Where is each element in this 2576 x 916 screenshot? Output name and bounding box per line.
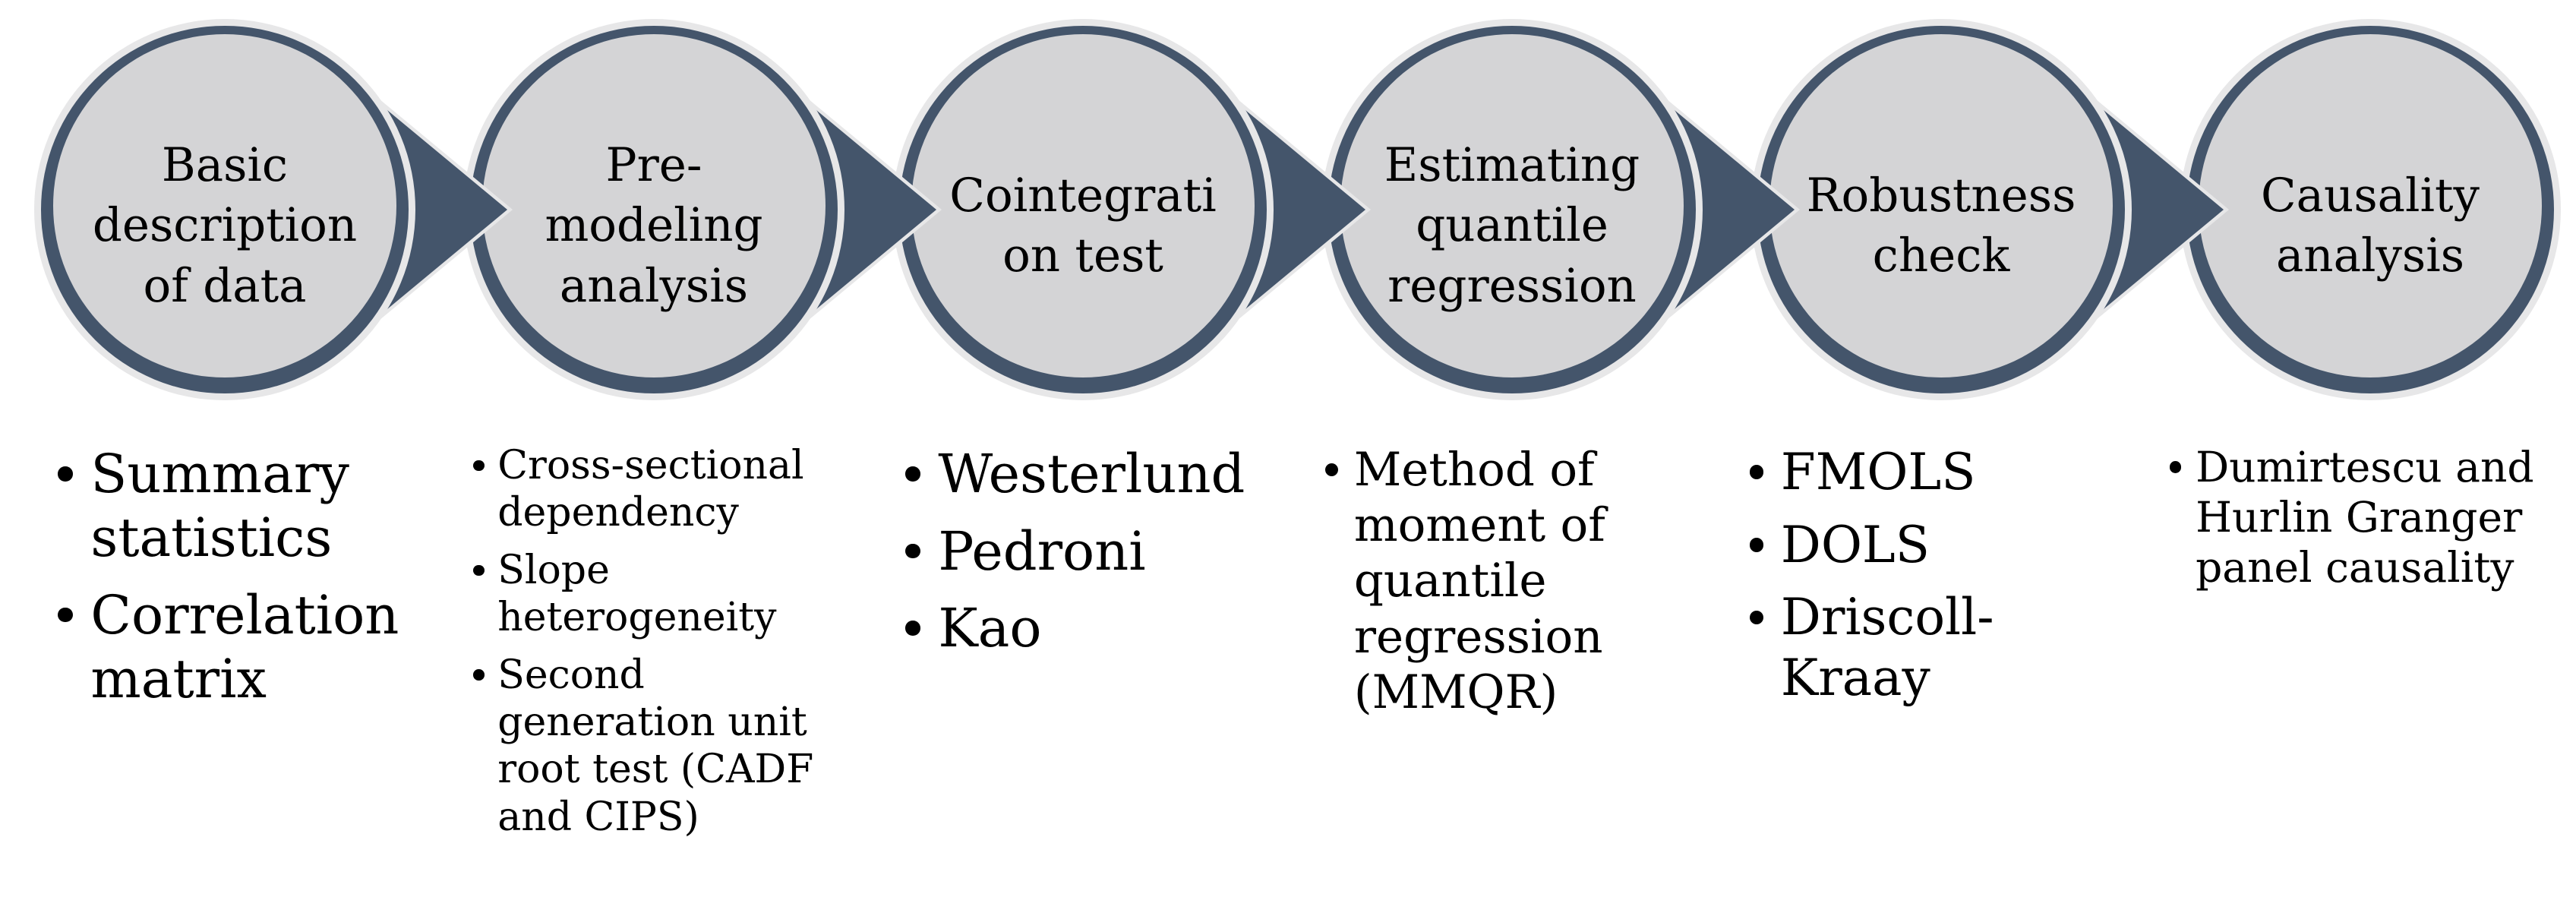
step-title: Causality analysis <box>2261 168 2480 283</box>
bullet-item: FMOLS <box>1750 442 2175 502</box>
bullet-dot-icon <box>58 607 73 623</box>
step-unit-6: Causality analysis Dumirtescu and Hurlin… <box>2158 0 2576 916</box>
bullet-list-4: Method of moment of quantile regression … <box>1325 442 1750 731</box>
bullet-dot-icon <box>1750 538 1764 552</box>
bullet-text: Slope heterogeneity <box>497 547 777 641</box>
bullet-text: Method of moment of quantile regression … <box>1353 443 1605 719</box>
step-unit-5: Robustness check FMOLS DOLS Driscoll- Kraa… <box>1728 0 2230 916</box>
bullet-item: Pedroni <box>905 520 1331 583</box>
bullet-text: Pedroni <box>938 520 1146 583</box>
bullet-text: Westerlund <box>938 443 1245 505</box>
step-circle: Cointegrati on test <box>911 34 1255 377</box>
bullet-text: Kao <box>938 597 1042 659</box>
step-unit-2: Pre- modeling analysis Cross-sectional d… <box>441 0 942 916</box>
step-title: Pre- modeling analysis <box>545 138 763 313</box>
bullet-item: Method of moment of quantile regression … <box>1325 442 1750 720</box>
bullet-list-5: FMOLS DOLS Driscoll- Kraay <box>1750 442 2175 720</box>
bullet-dot-icon <box>905 466 920 482</box>
bullet-dot-icon <box>1325 463 1339 477</box>
bullet-text: Cross-sectional dependency <box>497 443 804 536</box>
bullet-text: DOLS <box>1780 515 1930 574</box>
bullet-dot-icon <box>905 621 920 636</box>
bullet-text: Driscoll- Kraay <box>1780 588 1994 707</box>
bullet-dot-icon <box>58 466 73 482</box>
step-unit-4: Estimating quantile regression Method of… <box>1299 0 1801 916</box>
step-title: Robustness check <box>1806 168 2076 283</box>
bullet-item: Westerlund <box>905 442 1331 506</box>
bullet-dot-icon <box>473 669 485 681</box>
bullet-item: Summary statistics <box>58 442 483 570</box>
step-circle: Causality analysis <box>2199 34 2542 377</box>
bullet-text: Second generation unit root test (CADF a… <box>497 652 814 840</box>
bullet-text: Correlation matrix <box>90 583 399 710</box>
step-circle: Pre- modeling analysis <box>482 34 826 377</box>
bullet-dot-icon <box>473 460 485 472</box>
step-title: Cointegrati on test <box>949 168 1217 283</box>
bullet-text: Summary statistics <box>90 443 349 569</box>
bullet-text: FMOLS <box>1780 443 1976 501</box>
step-title: Basic description of data <box>92 138 358 313</box>
step-circle: Robustness check <box>1769 34 2113 377</box>
bullet-dot-icon <box>905 543 920 559</box>
bullet-text: Dumirtescu and Hurlin Granger panel caus… <box>2196 443 2534 592</box>
bullet-dot-icon <box>1750 610 1764 625</box>
step-unit-1: Basic description of data Summary statis… <box>12 0 513 916</box>
step-circle: Basic description of data <box>53 34 396 377</box>
bullet-item: Second generation unit root test (CADF a… <box>473 652 898 842</box>
bullet-item: Dumirtescu and Hurlin Granger panel caus… <box>2170 442 2576 592</box>
bullet-item: Correlation matrix <box>58 583 483 711</box>
bullet-dot-icon <box>473 564 485 576</box>
bullet-item: Kao <box>905 596 1331 660</box>
bullet-list-6: Dumirtescu and Hurlin Granger panel caus… <box>2170 442 2576 603</box>
bullet-item: DOLS <box>1750 515 2175 575</box>
step-title: Estimating quantile regression <box>1384 138 1640 313</box>
bullet-item: Driscoll- Kraay <box>1750 587 2175 707</box>
step-circle: Estimating quantile regression <box>1340 34 1684 377</box>
bullet-item: Cross-sectional dependency <box>473 442 898 537</box>
bullet-dot-icon <box>1750 465 1764 479</box>
bullet-item: Slope heterogeneity <box>473 547 898 642</box>
bullet-dot-icon <box>2170 461 2182 473</box>
